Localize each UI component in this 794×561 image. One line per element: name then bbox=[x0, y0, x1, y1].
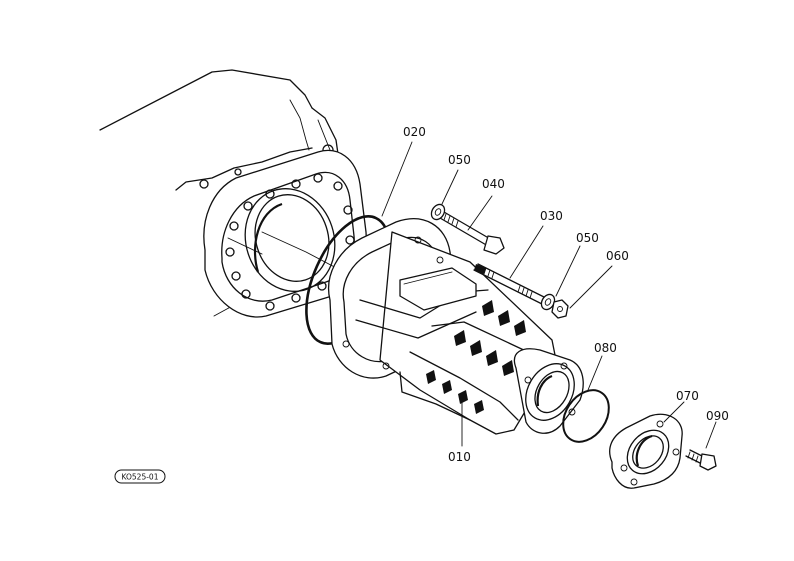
main-case-010 bbox=[328, 218, 584, 435]
bolt-090 bbox=[685, 449, 717, 471]
callout-020: 020 bbox=[403, 125, 426, 139]
o-ring-080 bbox=[562, 389, 610, 443]
engine-housing bbox=[99, 69, 367, 318]
bearing-cover-070 bbox=[609, 413, 683, 489]
callout-050-top: 050 bbox=[448, 153, 471, 167]
nut-060 bbox=[551, 299, 569, 319]
drawing-code-badge: KO525-01 bbox=[114, 469, 166, 484]
callout-040: 040 bbox=[482, 177, 505, 191]
stud-030 bbox=[473, 263, 551, 307]
callout-090: 090 bbox=[706, 409, 729, 423]
callout-080: 080 bbox=[594, 341, 617, 355]
callout-070: 070 bbox=[676, 389, 699, 403]
bolt-040 bbox=[439, 211, 505, 255]
drawing-code: KO525-01 bbox=[122, 473, 159, 482]
callout-labels: 020 050 040 030 050 060 080 070 090 010 bbox=[403, 125, 729, 464]
callout-050-right: 050 bbox=[576, 231, 599, 245]
callout-060: 060 bbox=[606, 249, 629, 263]
washer-050-a bbox=[430, 203, 446, 221]
leader-lines bbox=[381, 141, 717, 449]
callout-030: 030 bbox=[540, 209, 563, 223]
case-ribs bbox=[426, 300, 526, 414]
callout-010: 010 bbox=[448, 450, 471, 464]
